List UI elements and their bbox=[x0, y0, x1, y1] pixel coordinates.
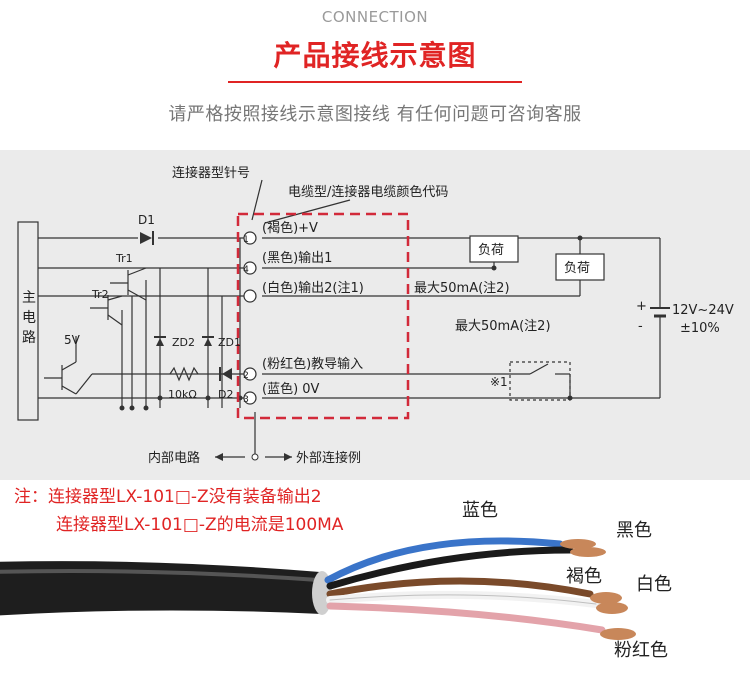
switch-note: ※1 bbox=[490, 375, 508, 389]
cable-photo: 注：连接器型LX-101□-Z没有装备输出2 连接器型LX-101□-Z的电流是… bbox=[0, 480, 750, 686]
pin2-circle bbox=[243, 367, 257, 381]
wire-label-brown: 褐色 bbox=[566, 566, 602, 587]
switch-box bbox=[509, 361, 571, 401]
copper-strands bbox=[560, 539, 636, 640]
pin-label-leader bbox=[251, 179, 263, 221]
note-line-2: 连接器型LX-101□-Z的电流是100MA bbox=[56, 515, 344, 535]
wire-label-blue: 蓝色 bbox=[462, 500, 498, 521]
supply-plus: + bbox=[636, 299, 647, 314]
external-example-label: 外部连接例 bbox=[296, 450, 361, 466]
resistor-label: 10kΩ bbox=[168, 388, 197, 401]
main-circuit-char-3: 路 bbox=[22, 330, 36, 346]
max1-label: 最大50mA(注2) bbox=[414, 281, 510, 296]
pin-label: 连接器型针号 bbox=[172, 165, 250, 181]
connector-highlight-box bbox=[236, 212, 410, 420]
zd2-diode-icon bbox=[156, 338, 164, 346]
pin1-num: 1 bbox=[243, 235, 249, 245]
d2-label: D2 bbox=[218, 388, 233, 401]
zd1-label: ZD1 bbox=[218, 336, 241, 349]
pin2-label: (粉红色)教导输入 bbox=[262, 356, 363, 372]
pin4-label: (黑色)输出1 bbox=[262, 250, 332, 266]
header-title-zh: 产品接线示意图 bbox=[273, 39, 477, 72]
load1-box bbox=[469, 235, 519, 263]
pin3-label: (蓝色) 0V bbox=[262, 381, 320, 397]
zd2-label: ZD2 bbox=[172, 336, 195, 349]
pin3-num: 3 bbox=[243, 395, 249, 405]
pin4-num: 4 bbox=[243, 265, 249, 275]
wiring-diagram: 连接器型针号 电缆型/连接器电缆颜色代码 主 电 路 1 4 2 3 (褐色)+… bbox=[0, 150, 750, 480]
pin3-circle bbox=[243, 391, 257, 405]
main-circuit-char-2: 电 bbox=[22, 310, 36, 326]
supply-tolerance: ±10% bbox=[680, 321, 720, 336]
wire-brown bbox=[326, 577, 594, 598]
wire-pink bbox=[326, 602, 606, 634]
color-label-leader bbox=[264, 199, 351, 224]
d2-diode-icon bbox=[222, 368, 232, 380]
header-underline bbox=[228, 81, 522, 83]
zd1-diode-icon bbox=[204, 338, 212, 346]
note-line-1: 注：连接器型LX-101□-Z没有装备输出2 bbox=[14, 487, 322, 507]
supply-minus: - bbox=[638, 319, 643, 334]
pin-output2-circle bbox=[243, 289, 257, 303]
header-subtitle: 请严格按照接线示意图接线 有任何问题可咨询客服 bbox=[168, 104, 582, 125]
max2-label: 最大50mA(注2) bbox=[455, 319, 551, 334]
load2-label: 负荷 bbox=[564, 261, 590, 276]
main-circuit-char-1: 主 bbox=[22, 290, 36, 306]
d1-diode-icon bbox=[140, 232, 152, 244]
tr1-label: Tr1 bbox=[115, 252, 133, 265]
pin2-num: 2 bbox=[243, 371, 249, 381]
pin1-circle bbox=[243, 231, 257, 245]
pin-output2-label: (白色)输出2(注1) bbox=[262, 280, 364, 296]
load1-label: 负荷 bbox=[478, 243, 504, 258]
supply-voltage: 12V~24V bbox=[672, 303, 734, 318]
wire-blue bbox=[324, 537, 564, 584]
internal-circuit-label: 内部电路 bbox=[148, 450, 200, 466]
color-code-label: 电缆型/连接器电缆颜色代码 bbox=[288, 184, 448, 200]
tr2-label: Tr2 bbox=[91, 288, 109, 301]
v5-label: 5V bbox=[64, 333, 81, 347]
pin4-circle bbox=[243, 261, 257, 275]
pin1-label: (褐色)+V bbox=[262, 220, 318, 236]
header-title-en: CONNECTION bbox=[321, 8, 429, 26]
d1-label: D1 bbox=[138, 213, 155, 227]
wire-label-pink: 粉红色 bbox=[614, 640, 668, 661]
wire-black bbox=[326, 546, 574, 590]
main-circuit-box bbox=[17, 221, 39, 421]
wire-label-white: 白色 bbox=[636, 574, 672, 595]
wire-label-black: 黑色 bbox=[616, 520, 652, 541]
